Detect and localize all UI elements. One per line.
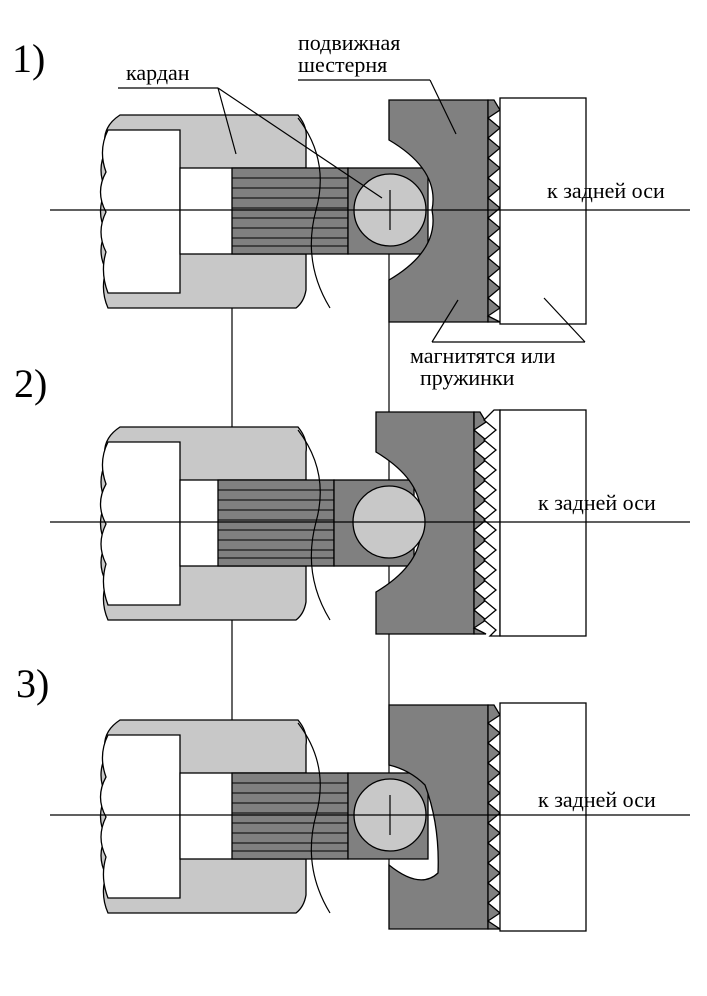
rear-axle-block <box>499 97 587 325</box>
housing-opening <box>99 129 181 294</box>
splined-shaft <box>231 772 349 860</box>
step-number: 3) <box>16 661 49 706</box>
gear-teeth <box>486 99 502 323</box>
movable-gear <box>388 704 489 930</box>
rear-axle-block <box>499 409 587 637</box>
label-gear-line2: шестерня <box>298 52 387 77</box>
step-number: 2) <box>14 361 47 406</box>
label-magnets-line2: пружинки <box>420 365 515 390</box>
step-3: 3) <box>16 661 690 932</box>
leader-magnets-1 <box>431 299 459 343</box>
splined-shaft <box>217 479 335 567</box>
rear-axle-block <box>499 702 587 932</box>
movable-gear <box>388 99 489 323</box>
label-rear-axle-2: к задней оси <box>538 490 656 515</box>
spring-teeth <box>482 409 501 637</box>
label-gear-line1: подвижная <box>298 30 400 55</box>
step-1: 1) <box>12 36 690 325</box>
label-rear-axle-1: к задней оси <box>547 178 665 203</box>
gear-teeth <box>486 704 503 930</box>
housing-opening <box>99 734 181 899</box>
spline-lines <box>232 782 348 852</box>
splined-shaft <box>231 167 349 255</box>
housing-opening <box>99 441 181 606</box>
leader-gear <box>429 79 457 135</box>
leader-cardan-1 <box>217 87 237 155</box>
step-2: 2) <box>14 361 690 637</box>
label-rear-axle-3: к задней оси <box>538 787 656 812</box>
spline-lines <box>232 177 348 247</box>
label-magnets-line1: магнитятся или <box>410 343 556 368</box>
leader-magnets-2 <box>543 297 586 343</box>
leader-cardan-2 <box>217 87 383 199</box>
step-number: 1) <box>12 36 45 81</box>
label-cardan: кардан <box>126 60 190 85</box>
gear-teeth <box>472 411 488 635</box>
